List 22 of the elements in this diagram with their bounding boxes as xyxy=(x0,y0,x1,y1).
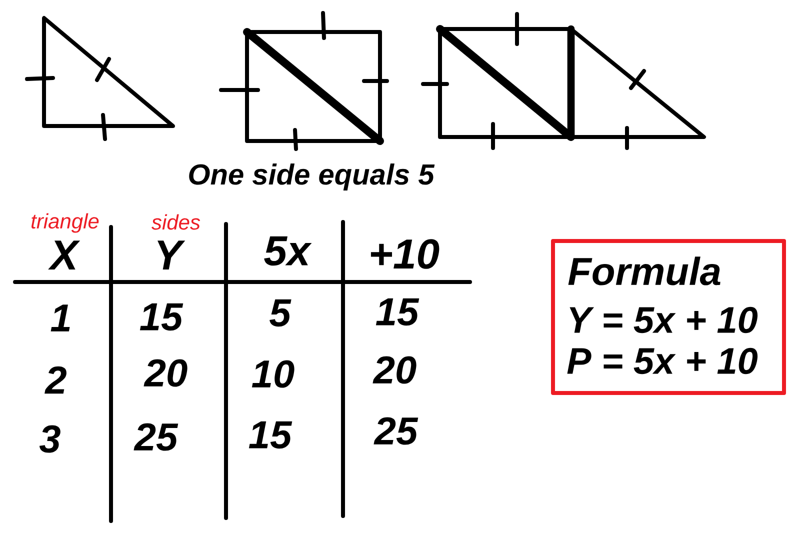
box-heading: Formula xyxy=(568,256,720,286)
table-cell: 20 xyxy=(144,359,188,387)
table-cell: 1 xyxy=(50,304,70,332)
table-cell: 25 xyxy=(374,417,418,445)
column-note: sides xyxy=(152,214,200,230)
table-cell: 5 xyxy=(270,299,292,327)
column-heading: Y xyxy=(158,240,186,270)
column-heading: X xyxy=(48,240,80,270)
table-cell: 10 xyxy=(252,360,294,388)
caption-text: One side equals 5 xyxy=(189,163,435,191)
table-cell: 15 xyxy=(140,303,184,331)
column-note: triangle xyxy=(32,213,99,233)
table-cell: 25 xyxy=(134,423,178,451)
equation: P = 5x + 10 xyxy=(567,348,758,374)
column-heading: 5x xyxy=(264,236,312,266)
column-heading: +10 xyxy=(370,239,440,269)
table-cell: 15 xyxy=(376,298,420,326)
table-cell: 3 xyxy=(39,425,60,453)
table-cell: 15 xyxy=(248,421,292,449)
equation: Y = 5x + 10 xyxy=(570,306,758,334)
table-cell: 20 xyxy=(372,356,416,384)
table-cell: 2 xyxy=(44,366,66,394)
